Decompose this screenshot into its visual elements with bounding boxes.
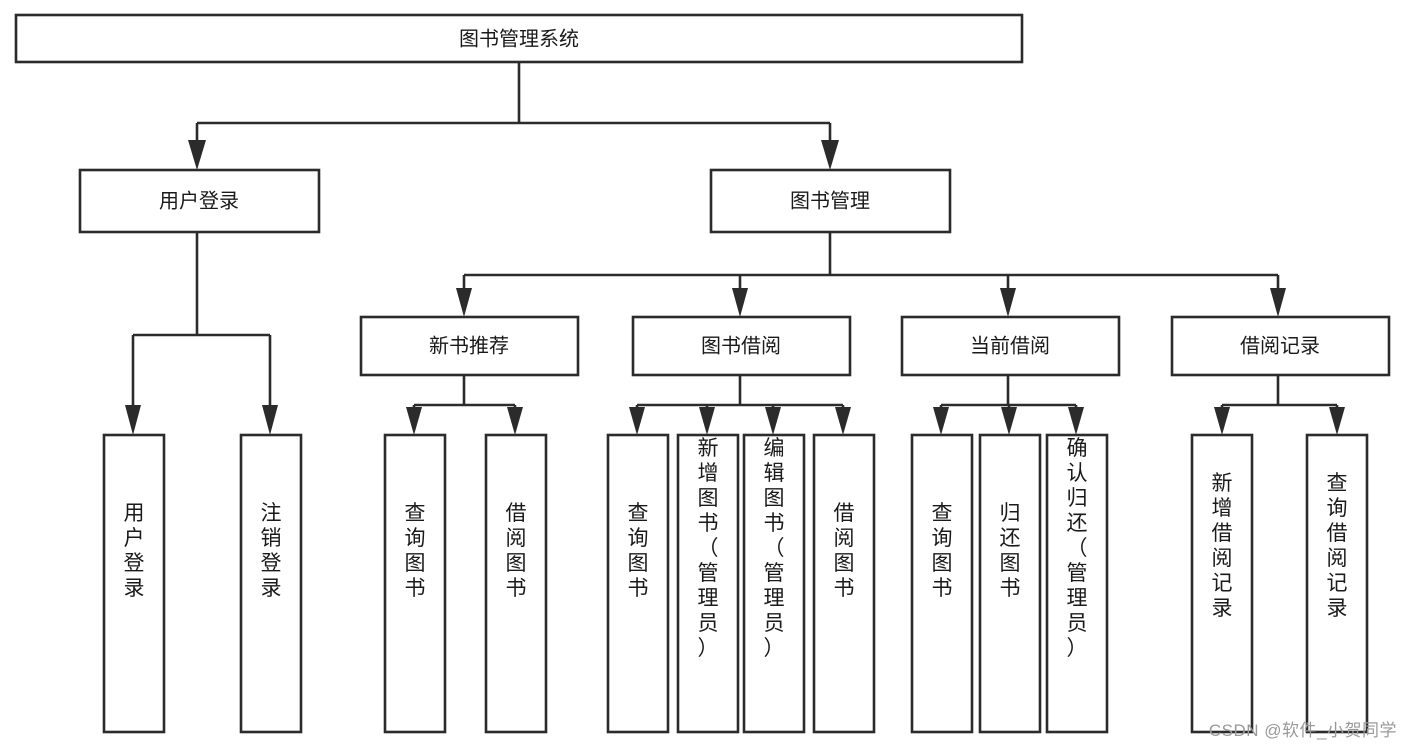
node-user-login-label: 用户登录: [159, 189, 239, 212]
leaf-node-query-book-3[interactable]: 查询图书: [910, 433, 974, 734]
leaf-node-edit-book-label: 编辑图书（管理员）: [764, 437, 785, 660]
leaf-node-query-borrow-record[interactable]: 查询借阅记录: [1305, 433, 1369, 734]
arrow-head-leaf-query-record: [1329, 407, 1345, 435]
node-book-borrow-label: 图书借阅: [701, 334, 781, 357]
leaf-node-query-book-2-label: 查询图书: [628, 502, 649, 600]
leaf-node-user-login-label: 用户登录: [124, 502, 145, 600]
leaf-node-borrow-book-1-label: 借阅图书: [506, 502, 527, 600]
node-book-management-box[interactable]: [709, 168, 952, 234]
leaf-node-logout-label: 注销登录: [261, 502, 282, 600]
leaf-node-add-book[interactable]: 新增图书（管理员）: [676, 433, 740, 734]
leaf-node-user-login-box[interactable]: [102, 433, 166, 734]
connector-group-user-login: [125, 232, 278, 435]
node-borrow-record[interactable]: 借阅记录: [1170, 315, 1391, 377]
node-root-system[interactable]: 图书管理系统: [14, 13, 1024, 64]
leaf-node-add-borrow-record-label: 新增借阅记录: [1212, 472, 1233, 620]
leaf-node-logout[interactable]: 注销登录: [239, 433, 303, 734]
connector-group-new-book-rec: [406, 375, 523, 435]
leaf-node-return-book-label: 归还图书: [1000, 502, 1021, 600]
arrow-head-borrow-record: [1270, 288, 1286, 317]
leaf-node-borrow-book-1-box[interactable]: [484, 433, 548, 734]
leaf-node-add-book-box[interactable]: [676, 433, 740, 734]
node-user-login-box[interactable]: [78, 168, 321, 234]
arrow-head-leaf-query-book-2: [629, 407, 645, 435]
leaf-node-add-book-label: 新增图书（管理员）: [698, 437, 719, 660]
leaf-node-query-borrow-record-label: 查询借阅记录: [1327, 472, 1348, 620]
node-current-borrow-box[interactable]: [900, 315, 1121, 377]
node-new-book-recommend[interactable]: 新书推荐: [359, 315, 580, 377]
arrow-head-new-book-rec: [456, 288, 472, 317]
leaf-node-borrow-book-1[interactable]: 借阅图书: [484, 433, 548, 734]
arrow-head-user-login: [188, 140, 206, 170]
connector-group-current-borrow: [933, 375, 1084, 435]
arrow-head-leaf-add-book: [699, 407, 715, 435]
leaf-node-query-borrow-record-box[interactable]: [1305, 433, 1369, 734]
node-book-borrow-box[interactable]: [631, 315, 852, 377]
node-book-management[interactable]: 图书管理: [709, 168, 952, 234]
leaf-node-borrow-book-2-box[interactable]: [812, 433, 876, 734]
leaf-node-user-login[interactable]: 用户登录: [102, 433, 166, 734]
leaf-node-confirm-return[interactable]: 确认归还（管理员）: [1045, 433, 1109, 734]
node-new-book-recommend-label: 新书推荐: [429, 334, 509, 357]
connector-group-borrow-record: [1214, 375, 1345, 435]
leaf-node-query-book-3-label: 查询图书: [932, 502, 953, 600]
leaf-node-confirm-return-label: 确认归还（管理员）: [1067, 437, 1088, 660]
node-borrow-record-label: 借阅记录: [1240, 334, 1320, 357]
arrow-head-book-borrow: [732, 288, 748, 317]
leaf-node-borrow-book-2[interactable]: 借阅图书: [812, 433, 876, 734]
leaf-node-add-borrow-record-box[interactable]: [1190, 433, 1254, 734]
connector-group-book-borrow: [629, 375, 851, 435]
leaf-node-add-borrow-record[interactable]: 新增借阅记录: [1190, 433, 1254, 734]
leaf-node-query-book-2[interactable]: 查询图书: [606, 433, 670, 734]
node-new-book-recommend-box[interactable]: [359, 315, 580, 377]
leaf-node-borrow-book-2-label: 借阅图书: [834, 502, 855, 600]
arrow-head-leaf-edit-book: [765, 407, 781, 435]
node-user-login[interactable]: 用户登录: [78, 168, 321, 234]
node-book-management-label: 图书管理: [790, 189, 870, 212]
arrow-head-book-mgmt: [821, 140, 839, 170]
node-book-borrow[interactable]: 图书借阅: [631, 315, 852, 377]
leaf-node-query-book-1[interactable]: 查询图书: [383, 433, 447, 734]
leaf-node-confirm-return-box[interactable]: [1045, 433, 1109, 734]
connector-group-book-mgmt: [456, 232, 1286, 317]
leaf-node-logout-box[interactable]: [239, 433, 303, 734]
arrow-head-leaf-confirm-return: [1068, 407, 1084, 435]
arrow-head-leaf-query-book-3: [933, 407, 949, 435]
leaf-node-return-book-box[interactable]: [978, 433, 1042, 734]
leaf-node-query-book-1-label: 查询图书: [405, 502, 426, 600]
leaf-node-edit-book[interactable]: 编辑图书（管理员）: [742, 433, 806, 734]
node-borrow-record-box[interactable]: [1170, 315, 1391, 377]
connector-group-root: [188, 62, 839, 170]
node-current-borrow-label: 当前借阅: [970, 334, 1050, 357]
arrow-head-leaf-return-book: [1001, 407, 1017, 435]
csdn-watermark: CSDN @软件_小贺同学: [1208, 721, 1397, 740]
arrow-head-leaf-add-record: [1214, 407, 1230, 435]
arrow-head-leaf-borrow-book-1: [507, 407, 523, 435]
arrow-head-leaf-user-login: [125, 405, 141, 435]
leaf-node-query-book-2-box[interactable]: [606, 433, 670, 734]
leaf-node-query-book-1-box[interactable]: [383, 433, 447, 734]
leaf-node-query-book-3-box[interactable]: [910, 433, 974, 734]
arrow-head-leaf-borrow-book-2: [835, 407, 851, 435]
node-current-borrow[interactable]: 当前借阅: [900, 315, 1121, 377]
arrow-head-leaf-query-book-1: [406, 407, 422, 435]
node-root-system-box[interactable]: [14, 13, 1024, 64]
arrow-head-leaf-logout: [262, 405, 278, 435]
leaf-node-edit-book-box[interactable]: [742, 433, 806, 734]
node-root-system-label: 图书管理系统: [459, 27, 579, 50]
arrow-head-current-borrow: [1000, 288, 1016, 317]
leaf-node-return-book[interactable]: 归还图书: [978, 433, 1042, 734]
